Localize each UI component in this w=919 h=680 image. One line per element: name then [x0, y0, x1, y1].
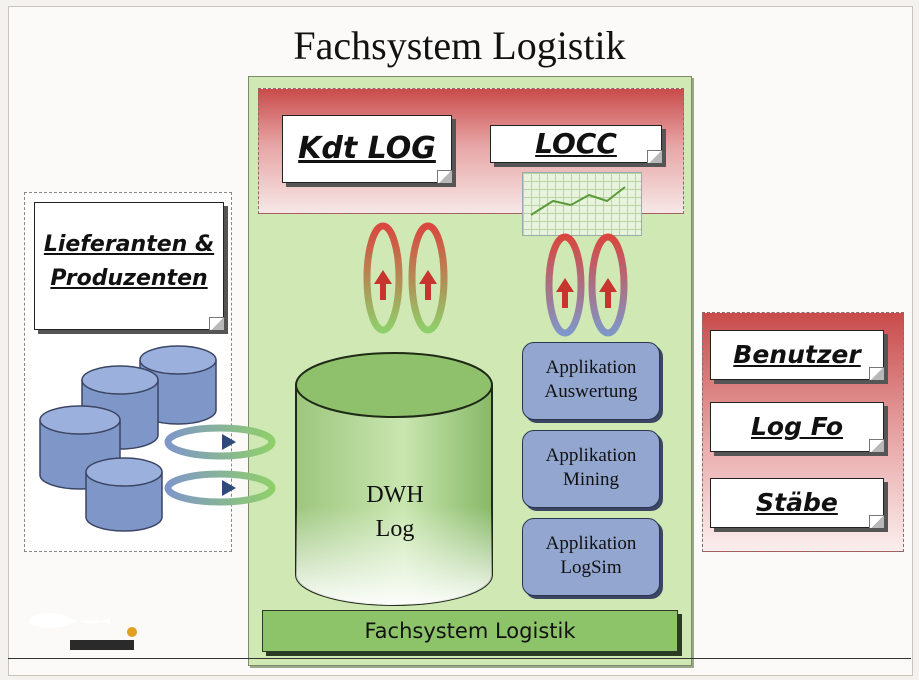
locc-label: LOCC	[535, 127, 617, 160]
page-curl	[869, 515, 884, 528]
exchange-arrow-icon	[363, 222, 403, 334]
page-curl	[869, 439, 884, 452]
app-line2: Auswertung	[544, 381, 638, 402]
transfer-arrow-icon	[164, 424, 276, 460]
database-icon	[139, 345, 217, 425]
dwh-line2: Log	[375, 516, 415, 542]
user-box-benutzer: Benutzer	[710, 330, 884, 380]
dwh-database-icon	[295, 352, 493, 606]
user-label: Log Fo	[750, 412, 844, 441]
page-curl	[437, 170, 452, 183]
page-curl	[869, 367, 884, 380]
user-label: Benutzer	[733, 340, 861, 369]
exchange-arrow-icon	[588, 233, 628, 337]
page-curl	[209, 317, 224, 330]
user-label: Stäbe	[756, 488, 838, 517]
user-box-staebe: Stäbe	[710, 478, 884, 528]
chart-grid	[523, 173, 641, 235]
app-line2: LogSim	[560, 557, 622, 578]
exchange-arrow-icon	[545, 233, 585, 337]
app-mining: Applikation Mining	[522, 430, 660, 508]
footer-system-label: Fachsystem Logistik	[262, 610, 678, 652]
dwh-label: DWH Log	[320, 478, 470, 546]
suppliers-label-line1: Lieferanten &	[43, 232, 215, 257]
suppliers-label-line2: Produzenten	[50, 266, 208, 291]
suppliers-box: Lieferanten & Produzenten	[34, 202, 224, 330]
trend-line-icon	[530, 186, 626, 216]
user-box-logfo: Log Fo	[710, 402, 884, 452]
bottom-divider	[8, 658, 911, 659]
app-logsim: Applikation LogSim	[522, 518, 660, 596]
kdt-log-label: Kdt LOG	[298, 131, 436, 166]
trend-chart-icon	[522, 172, 642, 236]
dwh-line1: DWH	[366, 482, 424, 508]
locc-box: LOCC	[490, 125, 662, 163]
page-curl	[647, 150, 662, 163]
logistik-logo-icon	[30, 613, 137, 650]
app-line2: Mining	[563, 469, 619, 490]
app-line1: Applikation	[545, 445, 637, 466]
slide-title: Fachsystem Logistik	[293, 23, 626, 68]
transfer-arrow-icon	[164, 470, 276, 506]
app-line1: Applikation	[545, 533, 637, 554]
exchange-arrow-icon	[408, 222, 448, 334]
kdt-log-box: Kdt LOG	[282, 115, 452, 183]
database-icon	[85, 457, 163, 532]
app-line1: Applikation	[545, 357, 637, 378]
app-auswertung: Applikation Auswertung	[522, 342, 660, 420]
